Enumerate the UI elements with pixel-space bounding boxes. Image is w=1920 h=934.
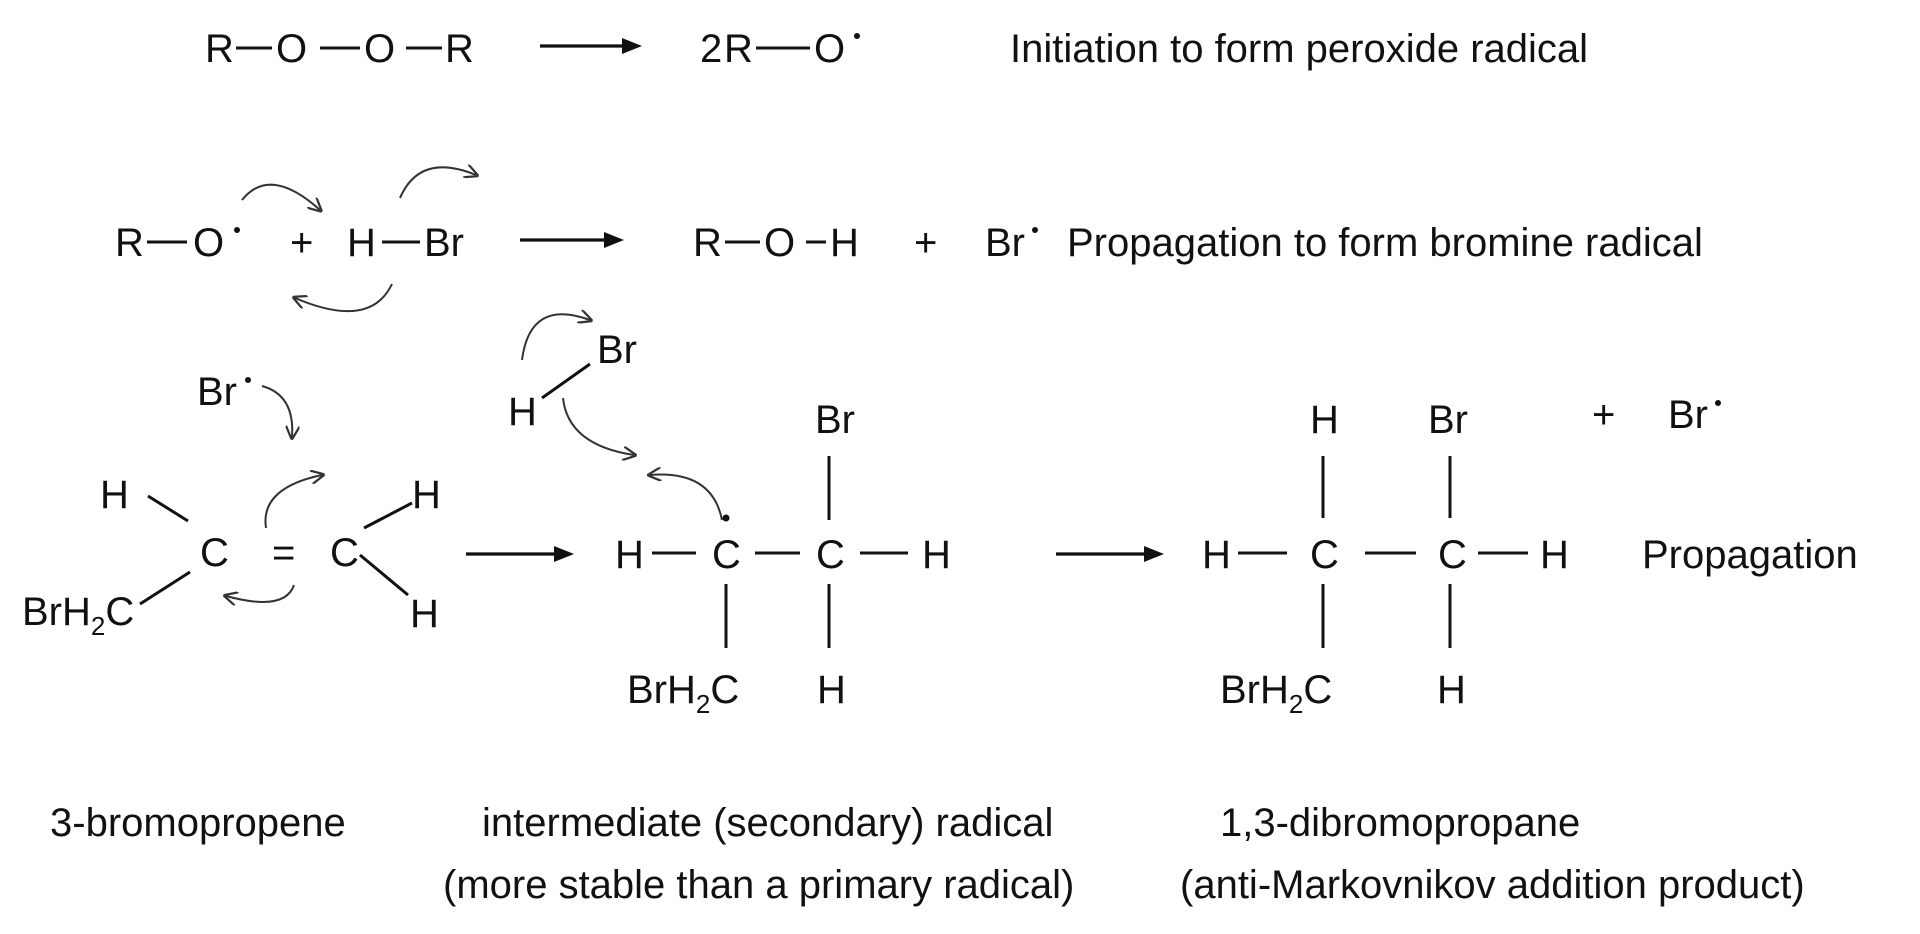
hbr-molecule: H Br bbox=[508, 314, 723, 521]
product-note: (anti-Markovnikov addition product) bbox=[1180, 863, 1805, 907]
h-atom-right: H bbox=[922, 533, 951, 577]
reaction-arrow-4-head bbox=[1144, 546, 1164, 562]
curly-arrow-o-electron bbox=[241, 183, 320, 210]
c-h-bond-top bbox=[363, 501, 413, 530]
o-atom-product: O bbox=[764, 221, 795, 265]
r-atom-product: R bbox=[693, 221, 722, 265]
h-atom-product: H bbox=[830, 221, 859, 265]
h-br-bond bbox=[541, 362, 591, 400]
coefficient-2: 2 bbox=[700, 27, 722, 71]
h-atom-hbr: H bbox=[508, 390, 537, 434]
r-atom-right: R bbox=[445, 27, 474, 71]
h-atom-top-left: H bbox=[100, 473, 129, 517]
curly-arrow-br-attack bbox=[261, 385, 292, 437]
curly-arrow-radical-electron bbox=[650, 475, 723, 521]
plus-sign-1: + bbox=[290, 221, 313, 265]
reaction-arrow-2-head bbox=[604, 232, 624, 248]
intermediate-note: (more stable than a primary radical) bbox=[443, 863, 1074, 907]
radical-dot bbox=[245, 377, 251, 383]
radical-dot bbox=[1032, 227, 1038, 233]
h-atom-left: H bbox=[615, 533, 644, 577]
brh-text: BrH bbox=[1220, 668, 1289, 712]
radical-dot bbox=[234, 227, 240, 233]
h-c-bond bbox=[147, 494, 189, 523]
radical-dot bbox=[854, 33, 860, 39]
curly-arrow-hbr-electron bbox=[399, 167, 476, 199]
br-radical-regenerated: Br bbox=[1668, 393, 1708, 437]
br-atom-top: Br bbox=[815, 398, 855, 442]
brh-text: BrH bbox=[22, 590, 91, 634]
initiation-step: R O O R 2 R O Initiation to form peroxid… bbox=[205, 27, 1588, 71]
h-atom-top: H bbox=[1310, 398, 1339, 442]
o-atom-2: O bbox=[364, 27, 395, 71]
br-atom-hbr: Br bbox=[597, 328, 637, 372]
h-atom-top-right: H bbox=[412, 473, 441, 517]
brh2c-substituent: BrH2C bbox=[627, 668, 739, 719]
c-text: C bbox=[105, 590, 134, 634]
c-text: C bbox=[710, 668, 739, 712]
brh-text: BrH bbox=[627, 668, 696, 712]
reactant-name: 3-bromopropene bbox=[50, 801, 346, 845]
carbon-2: C bbox=[816, 533, 845, 577]
propagation-bromine-step: R O + H Br R O H + Br Propagation to for… bbox=[115, 167, 1703, 313]
subscript-2: 2 bbox=[696, 689, 710, 719]
subscript-2: 2 bbox=[91, 611, 105, 641]
subscript-2: 2 bbox=[1289, 689, 1303, 719]
plus-sign-3: + bbox=[1592, 393, 1615, 437]
br-atom-top: Br bbox=[1428, 398, 1468, 442]
carbon-1: C bbox=[1310, 533, 1339, 577]
o-radical: O bbox=[193, 221, 224, 265]
o-atom-1: O bbox=[276, 27, 307, 71]
product-structure: H C C H H Br H BrH2C bbox=[1202, 398, 1569, 719]
c-ch2-bond bbox=[139, 570, 191, 606]
brh2c-substituent: BrH2C bbox=[22, 590, 134, 641]
reaction-arrow-1-head bbox=[622, 38, 642, 54]
brh2c-substituent: BrH2C bbox=[1220, 668, 1332, 719]
intermediate-name: intermediate (secondary) radical bbox=[482, 801, 1053, 845]
double-bond-symbol: = bbox=[272, 531, 295, 575]
curly-arrow-pi-electron-up bbox=[264, 475, 322, 529]
compound-names: 3-bromopropene intermediate (secondary) … bbox=[50, 801, 1805, 907]
h-atom-right: H bbox=[1540, 533, 1569, 577]
product-name: 1,3-dibromopropane bbox=[1220, 801, 1580, 845]
c-h-bond-bottom bbox=[359, 553, 409, 597]
initiation-caption: Initiation to form peroxide radical bbox=[1010, 27, 1588, 71]
carbon-1: C bbox=[200, 531, 229, 575]
r-atom-left: R bbox=[205, 27, 234, 71]
plus-sign-2: + bbox=[914, 221, 937, 265]
h-atom-bottom-right: H bbox=[410, 592, 439, 636]
br-atom: Br bbox=[424, 221, 464, 265]
radical-dot bbox=[722, 514, 730, 522]
intermediate-radical-structure: H C C H Br H BrH2C bbox=[615, 398, 951, 719]
radical-dot bbox=[1715, 400, 1721, 406]
h-atom-bottom: H bbox=[817, 668, 846, 712]
addition-step: Br H C = C H H BrH2C H Br bbox=[22, 314, 1858, 719]
o-radical-product: O bbox=[814, 27, 845, 71]
alkene-structure: H C = C H H BrH2C bbox=[22, 473, 441, 641]
c-text: C bbox=[1303, 668, 1332, 712]
br-radical-product: Br bbox=[985, 221, 1025, 265]
reaction-arrow-3-head bbox=[554, 546, 574, 562]
curly-arrow-pi-electron-down bbox=[226, 584, 295, 602]
curly-arrow-h-transfer bbox=[562, 397, 634, 455]
carbon-2: C bbox=[1438, 533, 1467, 577]
r-atom-product: R bbox=[724, 27, 753, 71]
r-atom: R bbox=[115, 221, 144, 265]
propagation-bromine-caption: Propagation to form bromine radical bbox=[1067, 221, 1703, 265]
carbon-2: C bbox=[330, 531, 359, 575]
curly-arrow-h-transfer bbox=[295, 283, 393, 313]
h-atom-bottom: H bbox=[1437, 668, 1466, 712]
curly-arrow-hbr-bond bbox=[521, 314, 590, 361]
h-atom: H bbox=[347, 221, 376, 265]
carbon-radical: C bbox=[712, 533, 741, 577]
propagation-caption: Propagation bbox=[1642, 533, 1858, 577]
h-atom-left: H bbox=[1202, 533, 1231, 577]
br-radical-attacking: Br bbox=[197, 370, 237, 414]
